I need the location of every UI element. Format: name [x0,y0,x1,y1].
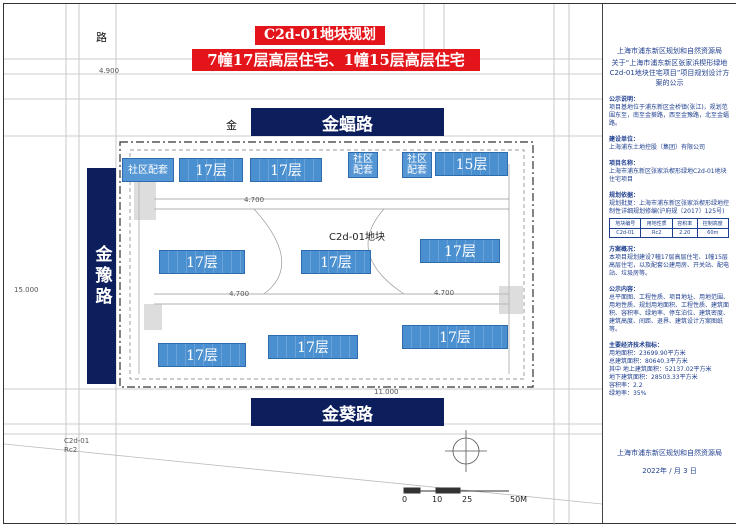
road-label-north: 金蝠路 [251,108,444,136]
eco-indicator: 用地面积：23699.90平方米 [609,350,686,357]
base-map-lines [4,4,602,525]
road-top-fragment: 路 [96,31,107,44]
panel-header-org: 上海市浦东新区规划和自然资源局 [617,47,722,55]
dimension-label: 4.900 [99,67,120,75]
building-17f-5: 17层 [420,239,500,263]
panel-section-text: 上海浦东土地控股（集团）有限公司 [609,144,706,151]
panel-section-text: 上海市浦东新区张家浜楔形绿地C2d-01地块住宅项目 [609,168,727,183]
eco-indicator: 其中 地上建筑面积：52137.02平方米 [609,366,712,373]
panel-section-title: 方案概况： [609,246,640,253]
panel-section-title: 公示说明： [609,96,640,103]
amenity-3: 社区 配套 [402,152,432,178]
building-17f-1: 17层 [179,158,243,182]
panel-section-title: 建设单位： [609,136,640,143]
site-small-label: C2d-01 [64,437,90,445]
panel-section-title: 规划依据： [609,192,640,199]
road-label-south: 金葵路 [251,398,444,426]
map-sheet: C2d-01地块规划 7幢17层高层住宅、1幢15层高层住宅 路 金 金蝠路 金… [3,3,736,525]
eco-indicator: 容积率：2.2 [609,382,643,389]
table-header-cell: 控制高度 [696,218,730,229]
panel-section-text: 本项目规划建设7幢17层高层住宅、1幢15层高层住宅，以及配套公建用房、开关站、… [609,254,730,277]
plan-subtitle-banner: 7幢17层高层住宅、1幢15层高层住宅 [192,49,480,71]
panel-footer-org: 上海市浦东新区规划和自然资源局 [617,449,722,457]
amenity-1: 社区配套 [122,158,174,182]
road-label-west: 金豫路 [87,168,116,384]
panel-section-text: 规划批复：上海市浦东新区张家浜楔形绿地控制性详细规划修编(沪府规〔2017〕12… [609,200,730,215]
site-small-sub: Rc2 [64,446,78,454]
notice-panel: 上海市浦东新区规划和自然资源局 关于“上海市浦东新区张家浜楔形绿地C2d-01地… [602,4,736,523]
panel-section-title: 主要经济技术指标： [609,342,664,349]
panel-section-title: 项目名称： [609,160,640,167]
panel-section-text: 总平面图、工程性质、项目地址、用地范围、用地性质、规划用地面积、工程性质、建筑面… [609,294,730,333]
building-17f-6: 17层 [158,343,246,367]
table-header-cell: 用地性质 [640,218,673,229]
eco-indicator: 绿地率：35% [609,390,647,397]
table-cell: 60m [696,228,730,238]
building-15f: 15层 [435,152,508,176]
table-cell: 2.20 [671,228,698,238]
panel-section-text: 项目基地位于浦东新区金桥镇(张江)，规划范围东至，南至金葵路，西至金豫路，北至金… [609,104,730,127]
dimension-label: 4.700 [229,290,250,298]
eco-indicator: 地下建筑面积：28503.33平方米 [609,374,698,381]
scale-tick-25: 25 [462,495,473,504]
building-17f-4: 17层 [301,250,371,274]
plan-title-banner: C2d-01地块规划 [255,26,385,45]
panel-section-title: 公示内容： [609,286,640,293]
table-cell: C2d-01 [608,228,642,238]
building-17f-8: 17层 [402,325,508,349]
building-17f-2: 17层 [250,158,322,182]
dimension-label: 4.700 [434,289,455,297]
building-17f-7: 17层 [268,335,358,359]
dimension-label: 4.700 [244,196,265,204]
dimension-label: 11.000 [374,388,399,396]
road-label-west-text: 金豫路 [91,244,112,308]
table-cell: Rc2 [640,228,673,238]
eco-indicator: 总建筑面积：80640.3平方米 [609,358,688,365]
panel-footer-date: 2022年 / 月 3 日 [642,467,697,475]
scale-tick-10: 10 [432,495,443,504]
site-plan: C2d-01地块规划 7幢17层高层住宅、1幢15层高层住宅 路 金 金蝠路 金… [4,4,602,525]
table-header-cell: 容积率 [671,218,698,229]
table-header-cell: 地块编号 [608,218,642,229]
panel-header-doc: 关于“上海市浦东新区张家浜楔形绿地C2d-01地块住宅项目”项目规划设计方案的公… [609,59,730,87]
road-north-small: 金 [226,119,237,132]
building-17f-3: 17层 [159,250,245,274]
amenity-2: 社区 配套 [348,152,378,178]
plot-name-label: C2d-01地块 [329,232,386,243]
scale-tick-0: 0 [402,495,408,504]
scale-tick-50m: 50M [510,495,528,504]
indicator-table: 地块编号 用地性质 容积率 控制高度 C2d-01 Rc2 2.20 60m [608,218,730,238]
dimension-label: 15.000 [14,286,39,294]
